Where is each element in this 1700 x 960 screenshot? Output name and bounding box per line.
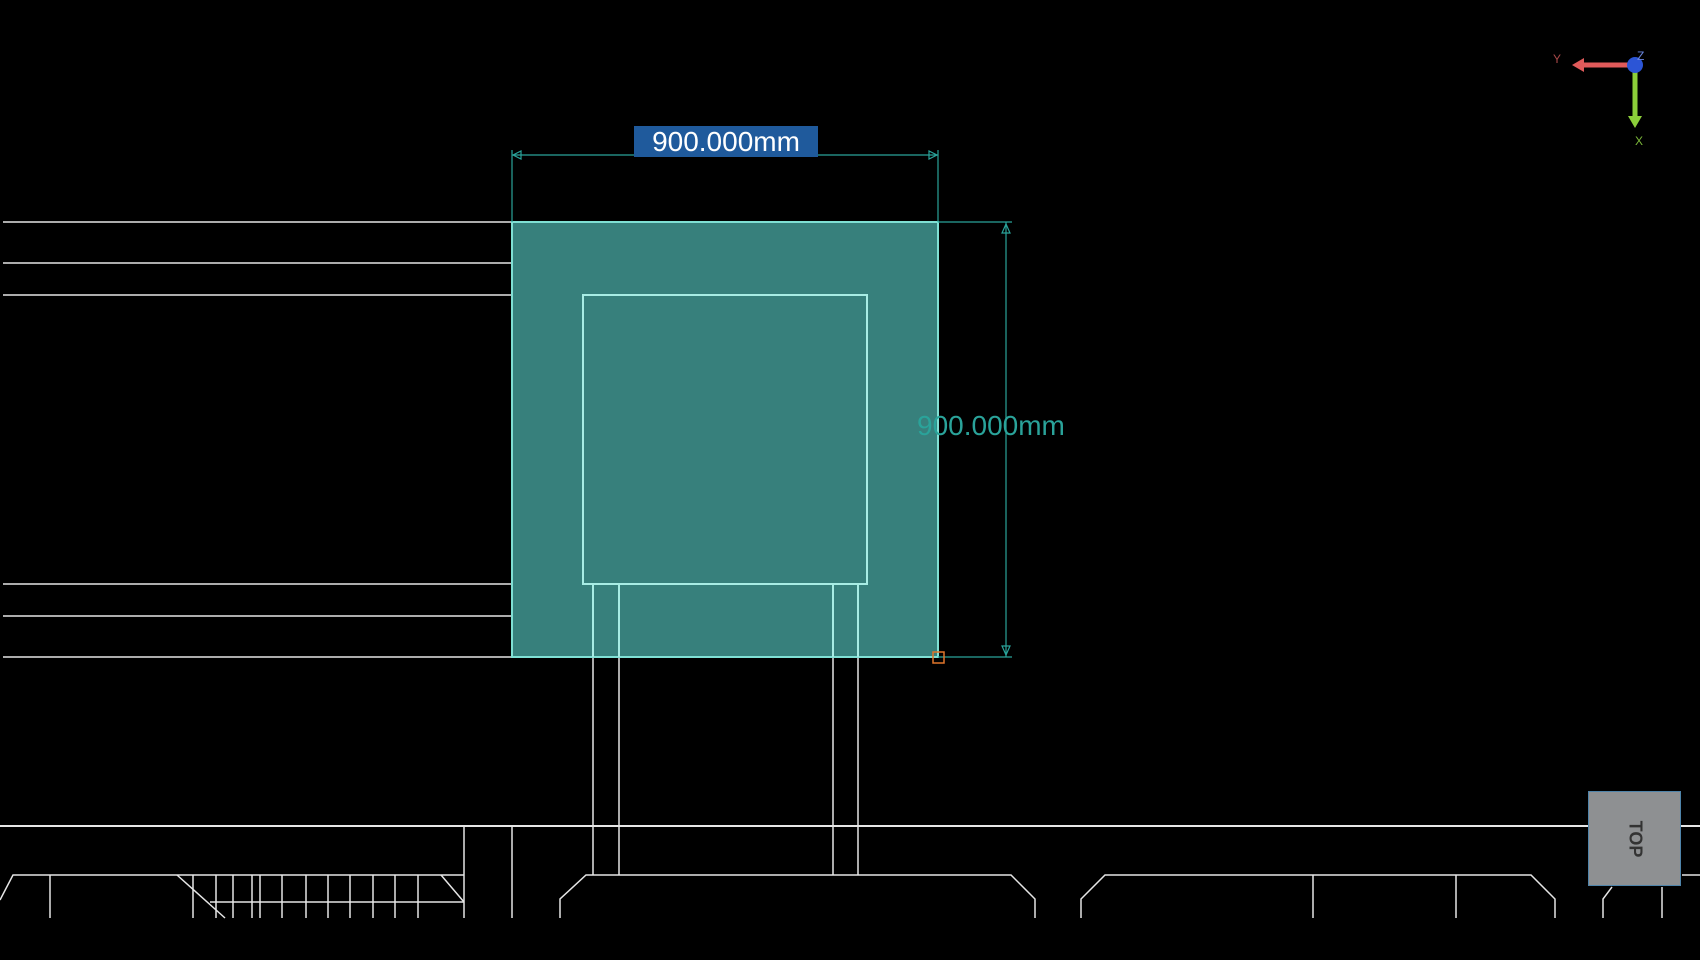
z-axis-label: Z [1637,49,1645,63]
height-dimension-label[interactable]: 900.000mm [917,410,1065,441]
x-axis-label: X [1635,134,1644,148]
view-cube-label: TOP [1625,820,1645,857]
arrow-down-icon [1001,645,1011,657]
arrow-right-icon [928,150,939,160]
arrow-left-icon [511,150,522,160]
width-dimension-label[interactable]: 900.000mm [634,126,818,157]
snap-point-icon[interactable] [932,651,945,664]
view-cube-top-button[interactable]: TOP [1588,791,1681,886]
x-axis-arrow-icon [1628,116,1642,128]
y-axis-label: Y [1553,52,1562,66]
z-axis-ball-icon [1627,57,1643,73]
selected-object[interactable] [511,221,939,658]
arrow-up-icon [1001,222,1011,234]
axis-gizmo [1572,57,1643,128]
y-axis-arrow-icon [1572,58,1584,72]
